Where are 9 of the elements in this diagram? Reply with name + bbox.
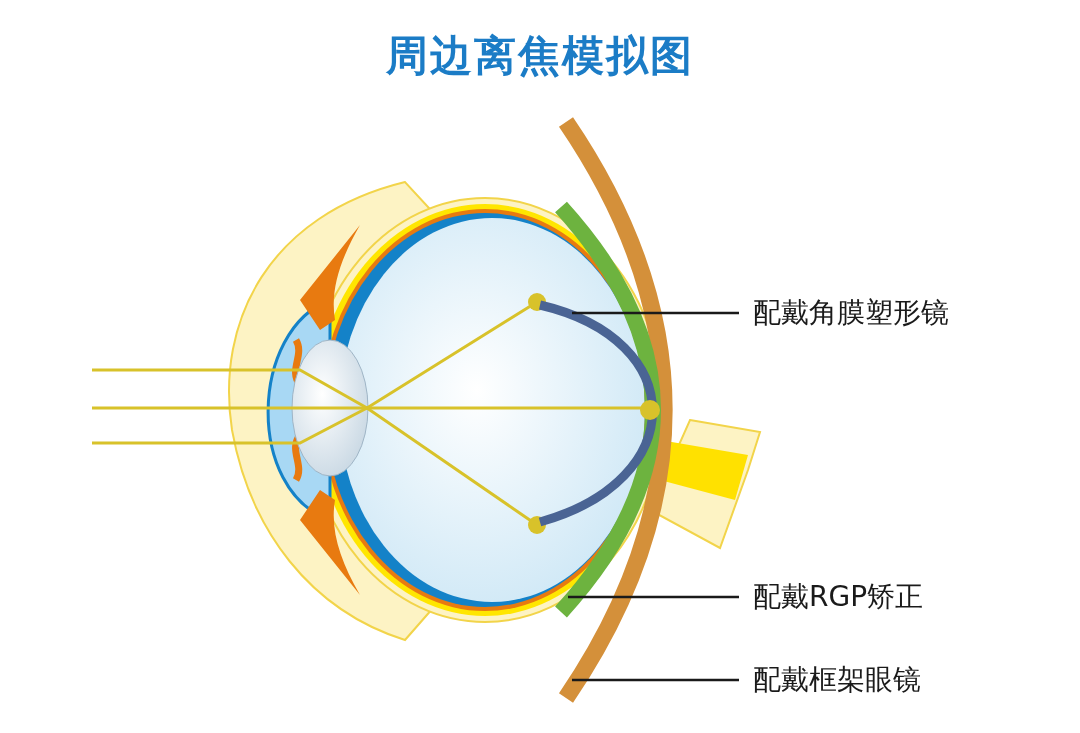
leader-line — [568, 595, 739, 599]
callout-label: 配戴框架眼镜 — [753, 661, 921, 699]
callout-label: 配戴RGP矫正 — [753, 578, 924, 616]
leader-line — [572, 311, 739, 315]
focal-shell-curve — [538, 300, 657, 527]
callout-label: 配戴角膜塑形镜 — [753, 294, 949, 332]
leader-line — [572, 678, 739, 682]
spectacle-lens-band — [558, 117, 673, 703]
diagram-title: 周边离焦模拟图 — [386, 30, 694, 82]
